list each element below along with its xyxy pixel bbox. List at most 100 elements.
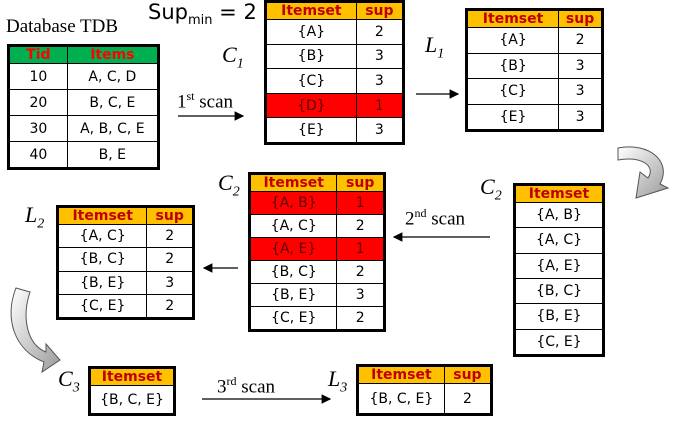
label-c1: C1 (222, 42, 244, 72)
items-cell: A, C, D (66, 63, 159, 90)
min-support-label: Supmin = 2 (148, 0, 257, 29)
label-l3: L3 (328, 366, 348, 396)
table-row: {A, B}1 (249, 191, 384, 215)
l1-header-itemset: Itemset (466, 10, 560, 28)
c2-header-itemset: Itemset (249, 174, 338, 192)
table-row: {E}3 (466, 103, 602, 130)
itemset-cell: {E} (266, 117, 357, 143)
itemset-cell: {A, B} (249, 191, 338, 215)
itemset-cell: {B} (466, 52, 560, 79)
table-row: {B, C}2 (57, 247, 193, 272)
tid-cell: 10 (9, 63, 68, 90)
table-row: {A, E} (515, 252, 603, 279)
itemset-cell: {B, E} (249, 283, 338, 307)
table-row: {A}2 (266, 19, 404, 45)
table-row: {C, E}2 (57, 293, 193, 319)
table-row: {B, C} (515, 277, 603, 305)
sup-cell: 3 (146, 270, 193, 295)
c2-counted-body: {A, B}1{A, C}2{A, E}1{B, C}2{B, E}3{C, E… (249, 191, 384, 330)
table-row: {B, C, E}2 (358, 383, 492, 414)
l1-header-sup: sup (558, 10, 602, 28)
c1-body: {A}2{B}3{C}3{D}1{E}3 (266, 19, 404, 143)
itemset-cell: {A, E} (515, 252, 603, 279)
sup-cell: 3 (355, 117, 404, 143)
itemset-cell: {B, C, E} (358, 383, 445, 414)
l2-body: {A, C}2{B, C}2{B, E}3{C, E}2 (57, 223, 193, 319)
c1-header-itemset: Itemset (266, 2, 357, 20)
itemset-cell: {C, E} (249, 306, 338, 330)
sup-cell: 1 (355, 92, 404, 119)
tid-cell: 30 (9, 115, 68, 142)
tdb-title: Database TDB (6, 16, 119, 37)
l3-body: {B, C, E}2 (358, 383, 492, 414)
itemset-cell: {C, E} (57, 293, 148, 319)
items-cell: A, B, C, E (66, 115, 159, 142)
table-row: {B, C, E} (90, 385, 174, 414)
curved-arrow-right (617, 146, 670, 199)
label-l2: L2 (25, 202, 45, 232)
itemset-cell: {B, C} (515, 277, 603, 305)
itemset-cell: {A, C} (57, 223, 148, 249)
table-row: {C, E} (515, 328, 603, 356)
c2-candidates-header-itemset: Itemset (515, 185, 603, 203)
items-cell: B, E (66, 141, 159, 168)
itemset-cell: {A, E} (249, 237, 338, 261)
itemset-cell: {C, E} (515, 328, 603, 356)
tdb-header-items: Items (66, 46, 159, 64)
second-scan-label: 2nd scan (405, 206, 466, 230)
sup-cell: 1 (336, 237, 384, 261)
table-row: {A, C} (515, 227, 603, 254)
c2-header-sup: sup (336, 174, 384, 192)
itemset-cell: {B, C} (57, 247, 148, 272)
l3-header-itemset: Itemset (358, 366, 445, 384)
table-row: {A, C}2 (57, 223, 193, 249)
label-c2-candidates: C2 (480, 174, 502, 204)
third-scan-label: 3rd scan (217, 374, 276, 398)
first-scan-label: 1st scan (177, 89, 234, 113)
table-row: {A, E}1 (249, 237, 384, 261)
l2-header-sup: sup (146, 207, 193, 225)
tid-cell: 40 (9, 141, 68, 168)
sup-cell: 2 (146, 293, 193, 319)
c3-body: {B, C, E} (90, 385, 174, 414)
label-l1: L1 (425, 32, 445, 62)
sup-cell: 3 (558, 103, 602, 130)
itemset-cell: {A, C} (515, 227, 603, 254)
table-row: {B}3 (466, 52, 602, 79)
label-c2-counted: C2 (218, 170, 240, 200)
label-c3: C3 (58, 366, 80, 396)
itemset-cell: {D} (266, 92, 357, 119)
sup-cell: 2 (558, 27, 602, 54)
c3-header-itemset: Itemset (90, 368, 174, 386)
table-row: {E}3 (266, 117, 404, 143)
table-row: {B, E}3 (249, 283, 384, 307)
sup-cell: 3 (558, 52, 602, 79)
l3-header-sup: sup (443, 366, 492, 384)
sup-cell: 2 (443, 383, 492, 414)
c1-header-sup: sup (355, 2, 404, 20)
l1-body: {A}2{B}3{C}3{E}3 (466, 27, 602, 130)
sup-cell: 2 (336, 306, 384, 330)
itemset-cell: {E} (466, 103, 560, 130)
c2-candidates-table: Itemset {A, B}{A, C}{A, E}{B, C}{B, E}{C… (513, 183, 605, 357)
curved-arrow-left (10, 287, 61, 374)
table-row: {C, E}2 (249, 306, 384, 330)
sup-cell: 1 (336, 191, 384, 215)
c3-table: Itemset {B, C, E} (88, 366, 176, 416)
itemset-cell: {B, C, E} (90, 385, 174, 414)
table-row: {D}1 (266, 92, 404, 119)
c2-candidates-body: {A, B}{A, C}{A, E}{B, C}{B, E}{C, E} (515, 201, 603, 356)
l2-header-itemset: Itemset (57, 207, 148, 225)
